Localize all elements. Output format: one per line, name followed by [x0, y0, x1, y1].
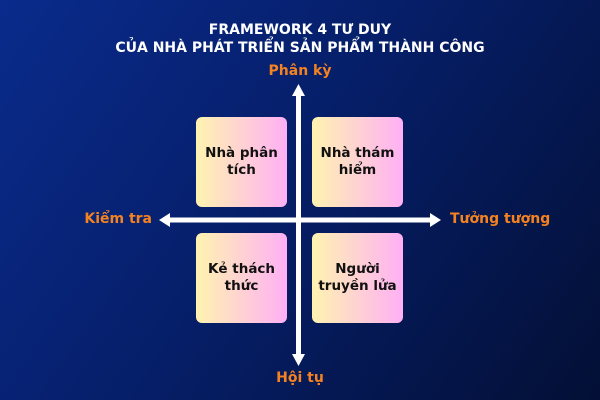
vertical-axis [292, 84, 305, 366]
quadrant-igniter: Người truyền lửa [312, 233, 403, 323]
axis-label-top: Phân kỳ [268, 63, 332, 79]
quadrant-label: Người truyền lửa [318, 261, 397, 294]
axis-label-right: Tưởng tượng [450, 211, 551, 227]
quadrant-challenger: Kẻ thách thức [196, 233, 287, 323]
horizontal-axis [159, 213, 441, 227]
quadrant-analyst: Nhà phân tích [196, 117, 287, 207]
quadrant-explorer: Nhà thám hiểm [312, 117, 403, 207]
title-line-2: CỦA NHÀ PHÁT TRIỂN SẢN PHẨM THÀNH CÔNG [115, 40, 485, 56]
axis-label-left: Kiểm tra [84, 211, 152, 227]
quadrant-label: Nhà thám hiểm [320, 145, 395, 178]
quadrant-label: Nhà phân tích [205, 145, 278, 178]
axis-label-bottom: Hội tụ [276, 370, 324, 386]
quadrant-label: Kẻ thách thức [207, 261, 276, 294]
title-line-1: FRAMEWORK 4 TƯ DUY [208, 22, 392, 38]
